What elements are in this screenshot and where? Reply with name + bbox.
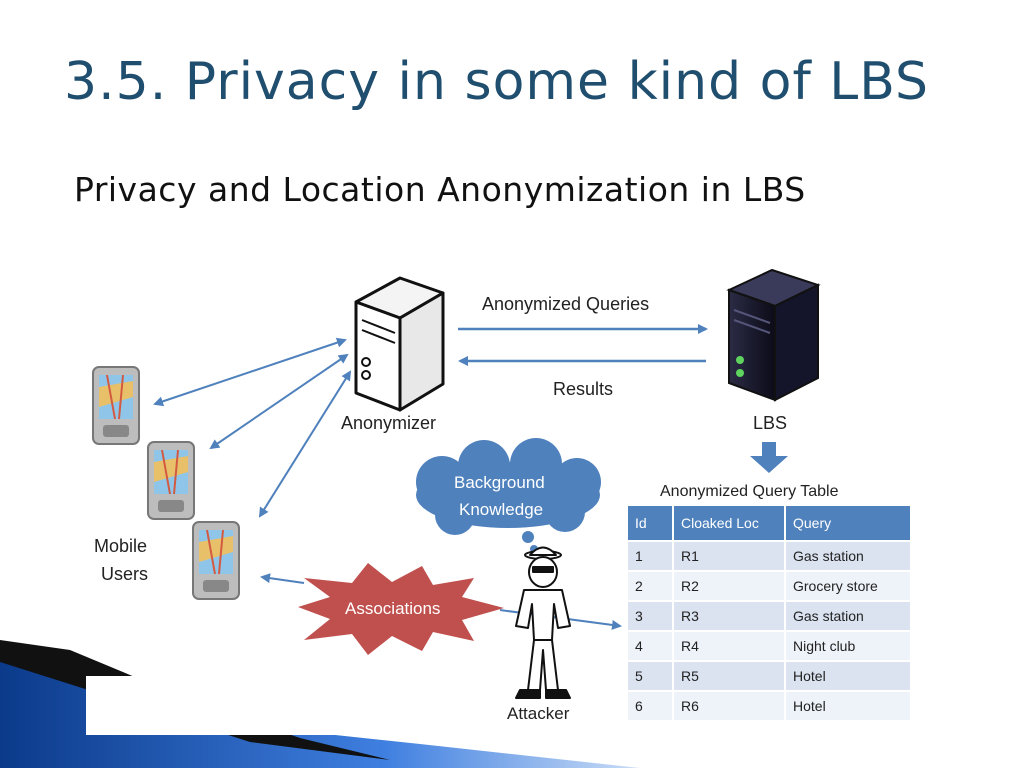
background-knowledge-label: Background bbox=[454, 473, 545, 492]
table-cell: R5 bbox=[674, 662, 784, 690]
mobile-users-label: Mobile bbox=[94, 536, 147, 556]
phone-anonymizer-arrow bbox=[153, 337, 347, 407]
lbs-label: LBS bbox=[753, 413, 787, 433]
table-cell: Gas station bbox=[786, 542, 910, 570]
table-cell: 2 bbox=[628, 572, 672, 600]
table-cell: Gas station bbox=[786, 602, 910, 630]
table-row: 1 R1 Gas station bbox=[628, 542, 910, 570]
attacker-label: Attacker bbox=[507, 704, 570, 723]
anonymized-queries-label: Anonymized Queries bbox=[482, 294, 649, 314]
table-row: 3 R3 Gas station bbox=[628, 602, 910, 630]
results-label: Results bbox=[553, 379, 613, 399]
table-cell: R1 bbox=[674, 542, 784, 570]
mobile-phone-icon bbox=[147, 441, 195, 520]
mobile-phone-icon bbox=[192, 521, 240, 600]
slide-subtitle: Privacy and Location Anonymization in LB… bbox=[74, 170, 806, 209]
table-cell: 4 bbox=[628, 632, 672, 660]
table-row: 2 R2 Grocery store bbox=[628, 572, 910, 600]
table-cell: 6 bbox=[628, 692, 672, 720]
phone-anonymizer-arrow bbox=[258, 370, 352, 518]
table-cell: Grocery store bbox=[786, 572, 910, 600]
table-cell: 3 bbox=[628, 602, 672, 630]
table-cell: R3 bbox=[674, 602, 784, 630]
table-row: 6 R6 Hotel bbox=[628, 692, 910, 720]
table-header-row: Id Cloaked Loc Query bbox=[628, 506, 910, 540]
associations-phone-arrow bbox=[260, 573, 305, 584]
phone-anonymizer-arrow bbox=[209, 353, 349, 450]
anonymizer-server-icon bbox=[354, 276, 445, 412]
table-header-query: Query bbox=[786, 506, 910, 540]
table-row: 5 R5 Hotel bbox=[628, 662, 910, 690]
lbs-server-icon bbox=[726, 268, 821, 402]
table-cell: 5 bbox=[628, 662, 672, 690]
anonymizer-label: Anonymizer bbox=[341, 413, 436, 433]
table-row: 4 R4 Night club bbox=[628, 632, 910, 660]
decorative-swoosh bbox=[0, 640, 640, 768]
table-cell: R4 bbox=[674, 632, 784, 660]
table-cell: Hotel bbox=[786, 692, 910, 720]
associations-label: Associations bbox=[345, 599, 440, 618]
background-knowledge-label: Knowledge bbox=[459, 500, 543, 519]
slide-title: 3.5. Privacy in some kind of LBS bbox=[64, 52, 930, 112]
attacker-figure-icon bbox=[515, 546, 571, 699]
anonymized-query-table: Id Cloaked Loc Query 1 R1 Gas station 2 … bbox=[626, 504, 912, 722]
table-cell: Night club bbox=[786, 632, 910, 660]
table-cell: R6 bbox=[674, 692, 784, 720]
background-knowledge-cloud bbox=[416, 438, 601, 553]
table-cell: 1 bbox=[628, 542, 672, 570]
table-header-cloaked-loc: Cloaked Loc bbox=[674, 506, 784, 540]
table-cell: Hotel bbox=[786, 662, 910, 690]
down-arrow-icon bbox=[750, 442, 788, 473]
mobile-phone-icon bbox=[92, 366, 140, 445]
table-title: Anonymized Query Table bbox=[660, 483, 839, 500]
table-cell: R2 bbox=[674, 572, 784, 600]
table-header-id: Id bbox=[628, 506, 672, 540]
mobile-users-label: Users bbox=[101, 564, 148, 584]
associations-burst bbox=[298, 563, 504, 655]
